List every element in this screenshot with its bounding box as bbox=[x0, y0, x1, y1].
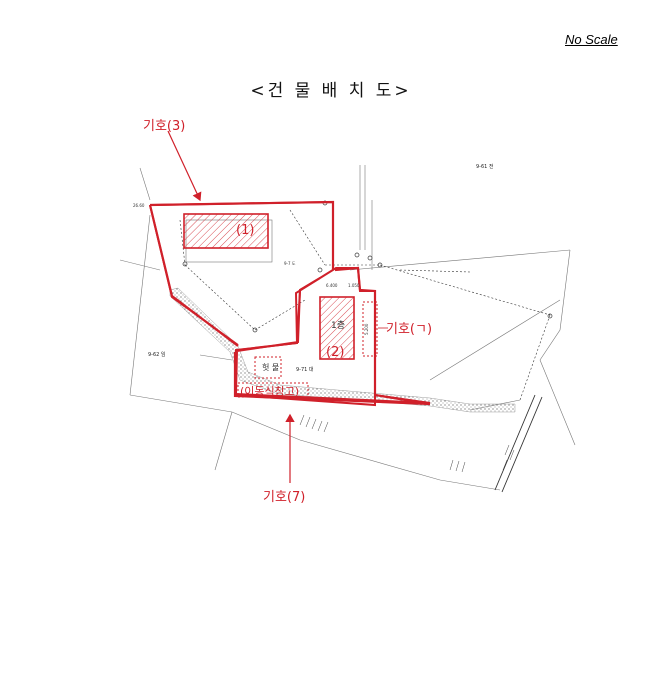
dimension-label-2: 1.050 bbox=[348, 283, 360, 288]
inner-lot-boundary bbox=[237, 277, 321, 351]
cargo-box bbox=[237, 382, 309, 398]
parcel-label-2: 9-62 임 bbox=[148, 351, 166, 358]
dimension-label-1: 6.400 bbox=[326, 283, 338, 288]
building-2 bbox=[319, 296, 355, 360]
no-scale-note: No Scale bbox=[565, 32, 618, 47]
symbol-3-label: 기호(3) bbox=[143, 119, 186, 134]
parcel-label-4: 9-7 도 bbox=[284, 261, 296, 266]
slope-hatching bbox=[299, 414, 515, 473]
embankment-strip bbox=[169, 287, 516, 413]
survey-points bbox=[182, 200, 553, 333]
building-1 bbox=[183, 213, 269, 249]
symbol-7-label: 기호(7) bbox=[263, 490, 306, 505]
parcel-label-3: 9-71 대 bbox=[296, 366, 314, 373]
outhouse-box bbox=[254, 356, 282, 379]
symbol-giyeok-box bbox=[362, 301, 378, 357]
parcel-label-1: 9-61 전 bbox=[476, 163, 494, 170]
outhouse-label: 헛 물 bbox=[262, 363, 280, 372]
cargo-building-label: (이동식창고) bbox=[240, 385, 300, 398]
leader-arrow-3 bbox=[167, 130, 202, 202]
road-line bbox=[494, 394, 543, 493]
elevation-label: 26.60 bbox=[133, 203, 145, 208]
dimension-label-3: 5.200 bbox=[364, 323, 369, 335]
building-2-number: (2) bbox=[326, 345, 345, 360]
symbol-giyeok-label: 기호(ㄱ) bbox=[386, 322, 433, 337]
drawing-title: <건 물 배 치 도> bbox=[250, 81, 412, 101]
building-1-number: (1) bbox=[236, 223, 255, 238]
building-2-floor: 1층 bbox=[331, 321, 346, 331]
